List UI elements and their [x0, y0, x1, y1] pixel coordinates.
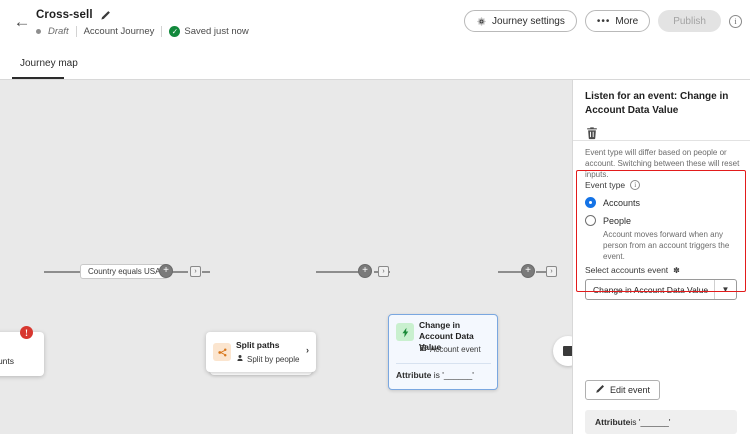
divider: [75, 26, 77, 37]
attribute-chip-label: Attribute: [595, 417, 631, 427]
condition-label: Country equals USA: [88, 267, 161, 276]
header-divider: [0, 79, 750, 80]
node-stack-shadow: [210, 370, 312, 375]
select-event-label: Select accounts event: [585, 265, 669, 275]
publish-button[interactable]: Publish: [658, 10, 721, 32]
alert-circle-icon[interactable]: !: [20, 326, 33, 339]
journey-meta-row: Draft Account Journey ✓ Saved just now: [36, 26, 249, 37]
journey-canvas[interactable]: s accounts ! Country equals USA + + + › …: [0, 80, 572, 434]
edit-event-button[interactable]: Edit event: [585, 380, 661, 400]
entry-node-text: accounts: [0, 356, 15, 366]
pencil-icon: [595, 384, 605, 396]
divider: [573, 140, 750, 141]
attribute-condition-chip[interactable]: Attribute is '______': [585, 410, 737, 434]
attribute-chip-rest: is '______': [630, 417, 671, 427]
condition-chip[interactable]: Country equals USA: [80, 264, 169, 279]
add-step-button[interactable]: +: [358, 264, 372, 278]
add-step-button[interactable]: +: [521, 264, 535, 278]
journey-node-split-paths[interactable]: Split paths Split by people ›: [206, 332, 316, 372]
tab-bar: Journey map: [0, 52, 750, 80]
panel-title: Listen for an event: Change in Account D…: [585, 91, 729, 116]
journey-settings-button[interactable]: Journey settings: [464, 10, 577, 32]
chevron-down-icon[interactable]: ▼: [714, 280, 736, 299]
lightning-bolt-icon: [396, 323, 414, 341]
table-icon: [419, 344, 427, 354]
publish-label: Publish: [673, 15, 706, 27]
event-type-section: Event type i Accounts People Account mov…: [585, 180, 739, 262]
collapse-handle[interactable]: ›: [190, 266, 201, 277]
radio-people[interactable]: People: [585, 215, 739, 226]
event-node-subtitle: Account event: [430, 344, 481, 354]
radio-people-label: People: [603, 215, 632, 226]
draft-dot-icon: [36, 29, 41, 34]
divider: [396, 363, 491, 364]
page-title: Cross-sell: [36, 9, 93, 21]
split-node-title: Split paths: [236, 340, 280, 350]
more-label: More: [615, 15, 639, 27]
select-accounts-event-value: Change in Account Data Value: [593, 284, 709, 295]
select-accounts-event-dropdown[interactable]: Change in Account Data Value ▼: [585, 279, 737, 300]
stop-square-icon: [563, 346, 572, 356]
radio-accounts-indicator: [585, 197, 596, 208]
journey-node-end[interactable]: [553, 336, 572, 366]
trash-icon[interactable]: [585, 126, 599, 140]
select-event-label-row: Select accounts event ✽: [585, 265, 739, 275]
saved-label: Saved just now: [184, 26, 249, 37]
pencil-icon[interactable]: [100, 10, 111, 21]
divider: [161, 26, 163, 37]
event-node-attribute-label: Attribute: [396, 370, 432, 380]
split-node-subtitle-row: Split by people: [236, 354, 299, 364]
event-type-label-row: Event type i: [585, 180, 739, 190]
split-node-subtitle: Split by people: [247, 354, 300, 364]
check-circle-icon: ✓: [169, 26, 181, 37]
collapse-handle[interactable]: ›: [546, 266, 557, 277]
info-icon[interactable]: i: [729, 14, 742, 28]
more-button[interactable]: ••• More: [584, 10, 651, 32]
ellipsis-icon: •••: [596, 15, 611, 27]
journey-type: Account Journey: [83, 26, 155, 37]
tab-journey-map[interactable]: Journey map: [20, 58, 78, 69]
journey-node-change-in-account-data-value[interactable]: Change in Account Data Value Account eve…: [388, 314, 498, 390]
panel-note: Event type will differ based on people o…: [585, 148, 740, 179]
radio-accounts[interactable]: Accounts: [585, 197, 739, 208]
info-icon[interactable]: i: [630, 180, 641, 190]
add-step-button[interactable]: +: [159, 264, 173, 278]
person-icon: [236, 354, 244, 364]
properties-panel: Listen for an event: Change in Account D…: [572, 80, 750, 434]
event-type-label: Event type: [585, 180, 626, 190]
wire-segment: [44, 271, 80, 273]
journey-node-entry[interactable]: s accounts !: [0, 326, 44, 376]
event-node-subtitle-row: Account event: [419, 344, 481, 354]
wire-segment: [316, 271, 360, 273]
header-actions: Journey settings ••• More Publish i: [464, 10, 742, 32]
journey-title-row: Cross-sell: [36, 9, 111, 21]
share-nodes-icon: [213, 343, 231, 361]
back-arrow-icon[interactable]: ←: [13, 12, 31, 31]
radio-people-help: Account moves forward when any person fr…: [603, 230, 730, 261]
wire-segment: [536, 271, 554, 273]
wire-segment: [498, 271, 522, 273]
event-node-title: Change in Account Data Value: [419, 320, 474, 352]
edit-event-label: Edit event: [610, 385, 651, 395]
status-badge: Draft: [48, 26, 69, 37]
gear-icon: [476, 16, 487, 27]
chevron-right-icon[interactable]: ›: [306, 345, 309, 355]
panel-header: Listen for an event: Change in Account D…: [573, 80, 750, 140]
select-accounts-event-section: Select accounts event ✽ Change in Accoun…: [585, 265, 739, 300]
radio-people-indicator: [585, 215, 596, 226]
event-node-attribute: Attribute is '______': [396, 370, 474, 380]
wire-segment: [202, 271, 210, 273]
radio-accounts-label: Accounts: [603, 197, 641, 208]
collapse-handle[interactable]: ›: [378, 266, 389, 277]
required-marker: ✽: [673, 265, 680, 275]
saved-status: ✓ Saved just now: [169, 26, 249, 37]
event-node-attribute-rest: is '______': [431, 370, 474, 380]
tab-active-indicator: [12, 77, 64, 79]
app-header: ← Cross-sell Draft Account Journey ✓ Sav…: [0, 0, 750, 52]
journey-settings-label: Journey settings: [492, 15, 565, 27]
